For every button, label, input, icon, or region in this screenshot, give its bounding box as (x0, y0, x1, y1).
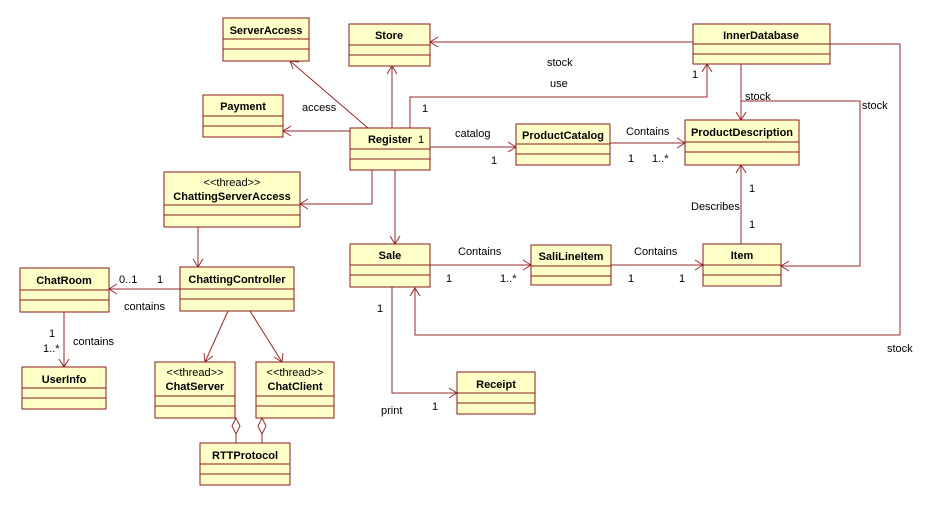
class-name: InnerDatabase (723, 30, 799, 42)
class-name: Receipt (476, 379, 516, 391)
class-name: ChattingServerAccess (173, 191, 290, 203)
label-contains-line: Contains (634, 246, 678, 258)
class-rttprotocol[interactable]: RTTProtocol (199, 442, 291, 486)
edge-innerdb-item (741, 100, 861, 267)
edge-sale-receipt (391, 287, 457, 394)
label-contains-pc-pd: Contains (626, 126, 670, 138)
class-chattingcontroller[interactable]: ChattingController (179, 266, 295, 312)
edge-controller-chatclient (249, 310, 283, 363)
class-serveraccess[interactable]: ServerAccess (222, 17, 310, 62)
label-controller-mult: 1 (157, 274, 163, 286)
edge-register-serveraccess (289, 60, 369, 129)
class-name: ChatServer (166, 381, 225, 393)
class-stereotype: <<thread>> (267, 367, 324, 379)
class-name: UserInfo (42, 374, 87, 386)
class-name: ProductDescription (691, 127, 793, 139)
class-productcatalog[interactable]: ProductCatalog (515, 123, 611, 166)
class-name: SaliLineItem (539, 251, 604, 263)
label-line-mult-1: 1 (628, 273, 634, 285)
label-stock-store: stock (547, 57, 573, 69)
class-name: ChattingController (188, 274, 286, 286)
aggregation-diamond (257, 416, 267, 436)
class-name: RTTProtocol (212, 450, 278, 462)
class-salilineitem[interactable]: SaliLineItem (530, 244, 612, 286)
edge-innerdb-sale (414, 43, 901, 336)
class-chatserver[interactable]: <<thread>> ChatServer (154, 361, 236, 419)
class-name: ChatRoom (36, 275, 92, 287)
edge-labels: stock use 1 1 stock stock stock access 1… (43, 57, 913, 417)
label-sale-receipt-mult: 1 (377, 303, 383, 315)
label-access: access (302, 102, 337, 114)
class-chattingserveraccess[interactable]: <<thread>> ChattingServerAccess (163, 171, 301, 228)
label-use: use (550, 78, 568, 90)
class-name: Store (375, 30, 403, 42)
class-name: ServerAccess (230, 25, 303, 37)
label-contains-sale: Contains (458, 246, 502, 258)
class-name: Sale (379, 250, 402, 262)
label-pd-mult: 1 (749, 183, 755, 195)
class-store[interactable]: Store (348, 23, 431, 67)
label-stock-sale: stock (887, 343, 913, 355)
label-pc-mult-1: 1 (628, 153, 634, 165)
label-line-mult-item: 1 (679, 273, 685, 285)
class-name: ChatClient (268, 381, 323, 393)
class-name: Register (368, 134, 413, 146)
edge-controller-chatserver (204, 310, 229, 363)
class-chatroom[interactable]: ChatRoom (19, 267, 110, 313)
label-chatroom-mult: 0..1 (119, 274, 137, 286)
label-describes: Describes (691, 201, 740, 213)
class-innerdatabase[interactable]: InnerDatabase (692, 23, 831, 65)
arrowhead (273, 352, 284, 363)
class-chatclient[interactable]: <<thread>> ChatClient (255, 361, 335, 419)
label-receipt-mult: 1 (432, 401, 438, 413)
class-register[interactable]: Register (349, 127, 431, 171)
class-userinfo[interactable]: UserInfo (21, 366, 107, 410)
class-payment[interactable]: Payment (202, 94, 284, 138)
class-productdescription[interactable]: ProductDescription (684, 119, 800, 166)
label-use-mult-db: 1 (692, 69, 698, 81)
class-item[interactable]: Item (702, 243, 782, 287)
label-stock-item: stock (862, 100, 888, 112)
classes: ServerAccess Store InnerDatabase Payment (19, 17, 831, 486)
class-sale[interactable]: Sale (349, 243, 431, 288)
label-stock-pd: stock (745, 91, 771, 103)
class-name: ProductCatalog (522, 130, 604, 142)
label-contains-room: contains (124, 301, 165, 313)
edge-register-csa (300, 170, 373, 205)
label-sale-mult-1: 1 (446, 273, 452, 285)
class-name: Item (731, 250, 754, 262)
class-stereotype: <<thread>> (204, 177, 261, 189)
class-stereotype: <<thread>> (167, 367, 224, 379)
class-name: Payment (220, 101, 266, 113)
label-register-mult: 1 (418, 134, 424, 146)
label-sale-mult-many: 1..* (500, 273, 517, 285)
relationships (58, 36, 901, 443)
label-use-mult-reg: 1 (422, 103, 428, 115)
label-pc-mult-many: 1..* (652, 153, 669, 165)
label-catalog: catalog (455, 128, 490, 140)
label-room-user-mult-many: 1..* (43, 343, 60, 355)
class-receipt[interactable]: Receipt (456, 371, 536, 415)
arrowhead (409, 287, 421, 297)
label-item-mult: 1 (749, 219, 755, 231)
edge-register-innerdb (409, 64, 708, 128)
label-print: print (381, 405, 402, 417)
label-contains-user: contains (73, 336, 114, 348)
label-room-user-mult-1: 1 (49, 328, 55, 340)
label-catalog-mult: 1 (491, 155, 497, 167)
aggregation-diamond (231, 416, 241, 436)
